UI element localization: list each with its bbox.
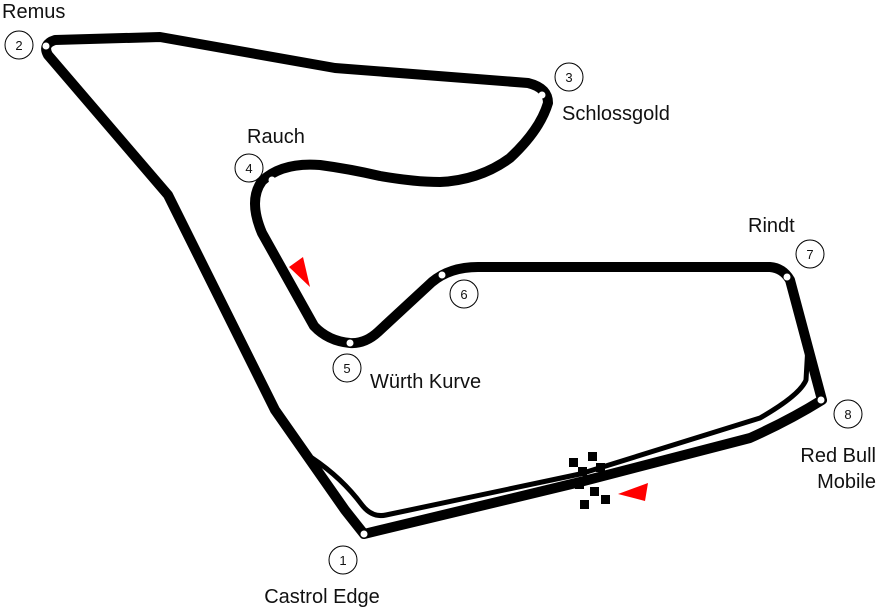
apex-6: [438, 271, 446, 279]
corner-badge-4: 4: [234, 153, 264, 183]
direction-arrow-turn4: [289, 257, 310, 287]
apex-5: [346, 339, 354, 347]
apex-7: [783, 273, 791, 281]
main-track: [41, 32, 827, 539]
corner-name-2: Remus: [2, 1, 65, 23]
svg-text:8: 8: [844, 407, 851, 422]
apex-3: [538, 91, 546, 99]
apex-4: [268, 176, 276, 184]
corner-name-8-line1: Red Bull: [800, 445, 876, 467]
corner-badge-1: 1: [328, 545, 358, 575]
corner-name-8-line2: Mobile: [817, 471, 876, 493]
apex-1: [360, 530, 368, 538]
corner-badge-3: 3: [554, 62, 584, 92]
corner-number-badges: 1 2 3 4 5 6 7 8: [4, 30, 863, 575]
svg-text:7: 7: [806, 247, 813, 262]
corner-apex-markers: [42, 42, 825, 538]
apex-8: [817, 396, 825, 404]
corner-name-4: Rauch: [247, 126, 305, 148]
corner-badge-2: 2: [4, 30, 34, 60]
pit-lane: [309, 342, 811, 518]
corner-name-7: Rindt: [748, 215, 795, 237]
corner-name-3: Schlossgold: [562, 103, 670, 125]
apex-2: [42, 42, 50, 50]
corner-badge-5: 5: [332, 353, 362, 383]
corner-name-5: Würth Kurve: [370, 371, 481, 393]
corner-badge-7: 7: [795, 239, 825, 269]
direction-arrow-finish: [618, 483, 648, 501]
svg-text:1: 1: [339, 553, 346, 568]
corner-name-1: Castrol Edge: [264, 586, 380, 608]
corner-badge-8: 8: [833, 399, 863, 429]
svg-text:4: 4: [245, 161, 252, 176]
svg-text:2: 2: [15, 38, 22, 53]
start-finish-line: [569, 452, 610, 509]
svg-text:5: 5: [343, 361, 350, 376]
svg-text:6: 6: [460, 287, 467, 302]
corner-badge-6: 6: [449, 279, 479, 309]
svg-text:3: 3: [565, 70, 572, 85]
